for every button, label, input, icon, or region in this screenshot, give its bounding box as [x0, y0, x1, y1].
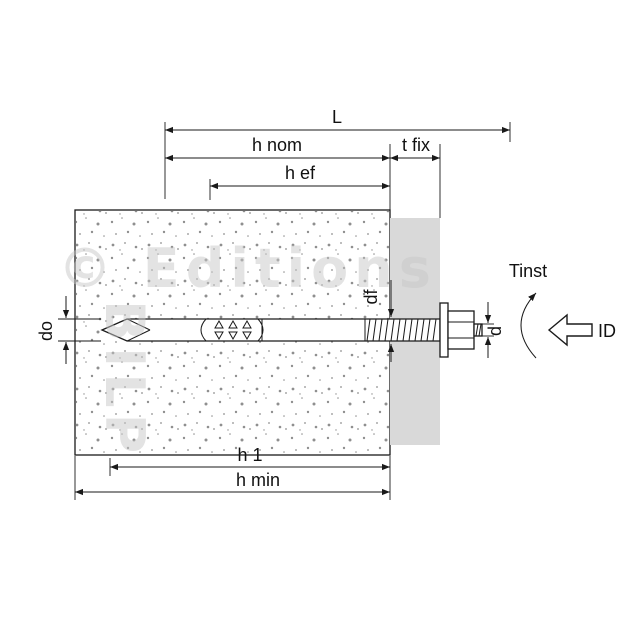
- label-d: d: [485, 326, 505, 336]
- dimension-L: L: [164, 107, 511, 199]
- washer: [439, 302, 449, 358]
- hex-nut: [447, 310, 475, 350]
- bolt-end: [473, 323, 483, 337]
- installation-direction-annotation: ID: [547, 313, 616, 347]
- dimension-h1: h 1: [109, 445, 391, 500]
- label-df: df: [361, 288, 381, 304]
- anchor-bolt: [100, 302, 483, 358]
- label-L: L: [332, 107, 342, 127]
- torque-arrow-icon: [520, 292, 537, 359]
- dimension-h-nom: h nom: [165, 135, 391, 210]
- label-do: do: [36, 321, 56, 341]
- watermark-horizontal: © Editions: [58, 237, 437, 300]
- label-h-min: h min: [236, 470, 280, 490]
- dimension-df: df: [361, 280, 395, 362]
- dimension-h-ef: h ef: [209, 163, 390, 200]
- expansion-clip: [200, 318, 264, 342]
- label-t-fix: t fix: [402, 135, 430, 155]
- label-h1: h 1: [237, 445, 262, 465]
- thread-section: [364, 318, 437, 342]
- direction-arrow-icon: [547, 313, 593, 347]
- label-tinst: Tinst: [509, 261, 547, 281]
- watermark: © Editions BILP: [58, 237, 437, 459]
- label-h-nom: h nom: [252, 135, 302, 155]
- dimension-d: d: [482, 302, 505, 358]
- label-id: ID: [598, 321, 616, 341]
- watermark-vertical: BILP: [93, 300, 156, 459]
- dimension-h-min: h min: [74, 456, 390, 500]
- dimension-t-fix: t fix: [390, 135, 441, 218]
- dimension-do: do: [36, 296, 101, 364]
- torque-annotation: Tinst: [509, 261, 547, 359]
- label-h-ef: h ef: [285, 163, 316, 183]
